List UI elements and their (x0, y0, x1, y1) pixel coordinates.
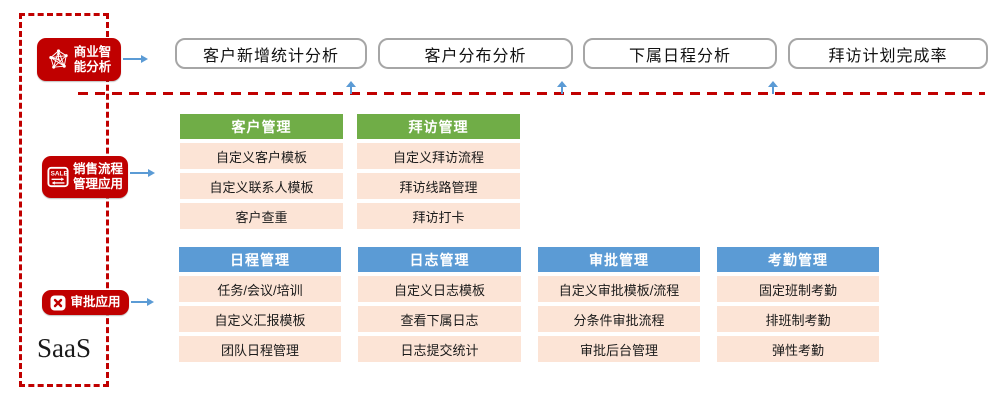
table-log-management: 日志管理 自定义日志模板 查看下属日志 日志提交统计 (358, 247, 521, 362)
table-row: 拜访线路管理 (357, 173, 520, 199)
badge-approval-app: 审批应用 (42, 290, 129, 315)
right-arrow-icon (123, 55, 148, 63)
table-header: 日志管理 (358, 247, 521, 272)
right-arrow-icon (131, 298, 154, 306)
badge-sales-process: SALE 销售流程 管理应用 (42, 156, 128, 198)
saas-dashed-frame (19, 13, 109, 387)
table-row: 客户查重 (180, 203, 343, 229)
table-row: 团队日程管理 (179, 336, 341, 362)
up-arrow-icon (557, 81, 567, 94)
up-arrow-icon (346, 81, 356, 94)
x-square-icon (50, 295, 66, 310)
table-row: 自定义审批模板/流程 (538, 276, 700, 302)
table-row: 任务/会议/培训 (179, 276, 341, 302)
right-arrow-icon (130, 169, 155, 177)
table-attendance-management: 考勤管理 固定班制考勤 排班制考勤 弹性考勤 (717, 247, 879, 362)
table-schedule-management: 日程管理 任务/会议/培训 自定义汇报模板 团队日程管理 (179, 247, 341, 362)
table-row: 自定义拜访流程 (357, 143, 520, 169)
table-visit-management: 拜访管理 自定义拜访流程 拜访线路管理 拜访打卡 (357, 114, 520, 229)
top-box-visit-plan-completion: 拜访计划完成率 (788, 38, 988, 69)
table-row: 拜访打卡 (357, 203, 520, 229)
table-row: 自定义日志模板 (358, 276, 521, 302)
badge-approval-label: 审批应用 (70, 295, 121, 309)
badge-bi-label: 商业智 能分析 (73, 44, 112, 74)
top-box-subordinate-schedule-analysis: 下属日程分析 (583, 38, 777, 69)
table-row: 分条件审批流程 (538, 306, 700, 332)
saas-platform-label: SaaS (37, 333, 91, 363)
table-row: 弹性考勤 (717, 336, 879, 362)
table-header: 审批管理 (538, 247, 700, 272)
table-row: 自定义客户模板 (180, 143, 343, 169)
table-customer-management: 客户管理 自定义客户模板 自定义联系人模板 客户查重 (180, 114, 343, 229)
badge-sales-label: 销售流程 管理应用 (73, 162, 124, 191)
table-row: 查看下属日志 (358, 306, 521, 332)
svg-text:SALE: SALE (51, 171, 69, 178)
table-header: 考勤管理 (717, 247, 879, 272)
table-row: 日志提交统计 (358, 336, 521, 362)
table-row: 固定班制考勤 (717, 276, 879, 302)
table-approval-management: 审批管理 自定义审批模板/流程 分条件审批流程 审批后台管理 (538, 247, 700, 362)
table-row: 排班制考勤 (717, 306, 879, 332)
sale-sliders-icon: SALE (47, 166, 69, 188)
badge-bi-analysis: 商业智 能分析 (37, 38, 121, 81)
top-box-customer-growth-analysis: 客户新增统计分析 (175, 38, 367, 69)
table-header: 拜访管理 (357, 114, 520, 139)
table-row: 自定义联系人模板 (180, 173, 343, 199)
table-row: 审批后台管理 (538, 336, 700, 362)
table-header: 客户管理 (180, 114, 343, 139)
top-box-customer-distribution-analysis: 客户分布分析 (378, 38, 573, 69)
network-graph-icon (49, 49, 68, 69)
table-row: 自定义汇报模板 (179, 306, 341, 332)
table-header: 日程管理 (179, 247, 341, 272)
dashed-connector-line (78, 92, 985, 95)
up-arrow-icon (768, 81, 778, 94)
